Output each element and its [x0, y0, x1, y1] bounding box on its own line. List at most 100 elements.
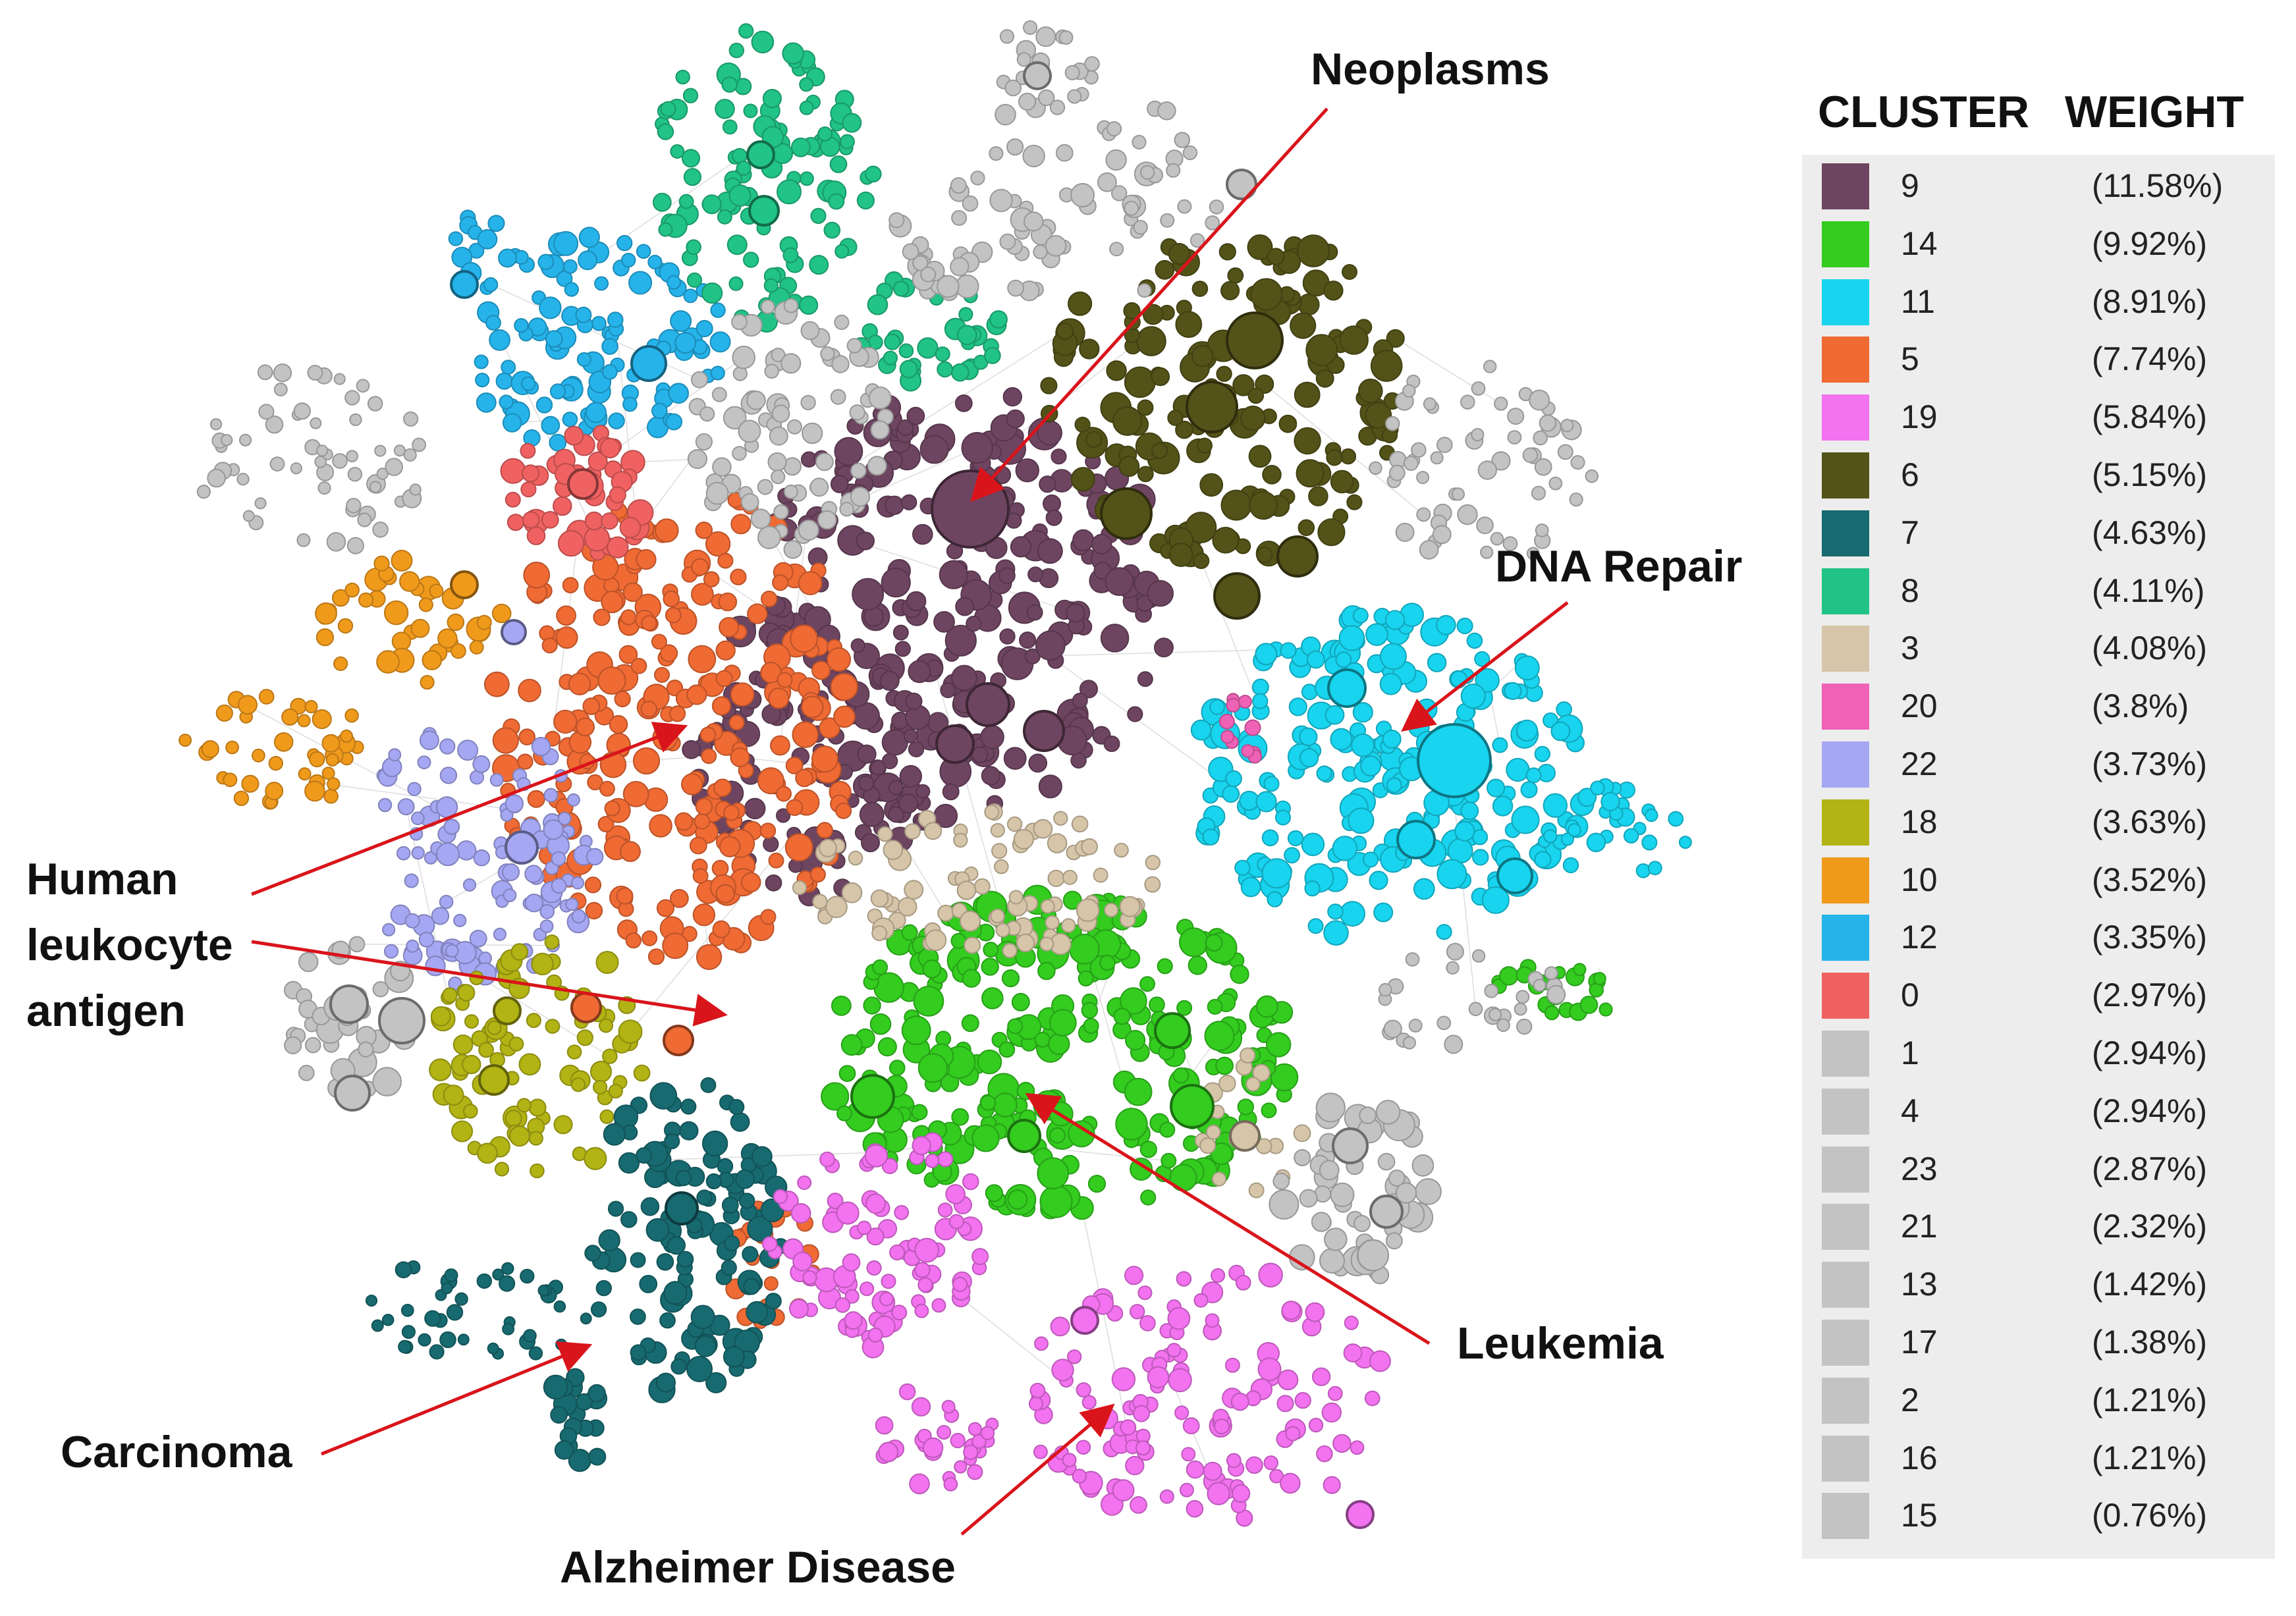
network-node: [1137, 671, 1153, 687]
legend-weight-value: (1.42%): [2092, 1266, 2208, 1303]
network-node: [1099, 954, 1116, 971]
network-node: [1040, 899, 1055, 914]
network-node: [811, 660, 831, 680]
network-node: [599, 1109, 615, 1124]
network-node: [1104, 902, 1119, 918]
network-node: [1330, 728, 1353, 751]
legend-swatch: [1822, 1435, 1869, 1482]
network-node: [1335, 651, 1352, 668]
legend-cluster-id: 10: [1901, 861, 1938, 898]
network-node: [518, 1053, 541, 1076]
network-node: [1140, 1189, 1157, 1206]
legend-cluster-id: 19: [1901, 398, 1938, 436]
network-node: [1069, 933, 1100, 965]
network-node: [877, 1037, 897, 1057]
legend-swatch: [1822, 741, 1869, 788]
network-node: [607, 311, 624, 328]
network-node: [961, 1014, 979, 1033]
network-node: [1105, 149, 1127, 171]
network-node: [1068, 291, 1093, 316]
network-node: [298, 767, 312, 781]
network-node: [1120, 987, 1147, 1015]
network-node: [763, 1276, 779, 1291]
network-node: [999, 233, 1016, 250]
network-node: [544, 934, 560, 950]
network-node: [1589, 983, 1604, 998]
network-node: [1492, 795, 1514, 817]
network-node: [377, 797, 393, 813]
network-node: [447, 613, 465, 632]
network-node: [451, 1120, 474, 1143]
network-node: [1514, 655, 1540, 681]
network-node: [721, 76, 738, 93]
network-node: [601, 338, 618, 355]
network-node: [273, 732, 294, 752]
network-node: [1460, 684, 1486, 709]
network-node: [462, 1054, 481, 1075]
network-node: [225, 740, 240, 755]
network-node: [582, 697, 601, 715]
network-node: [665, 606, 682, 624]
network-node: [937, 361, 953, 378]
network-node: [443, 1085, 464, 1106]
network-node: [528, 317, 547, 337]
legend-swatch: [1822, 1031, 1869, 1077]
network-node: [694, 1335, 717, 1357]
network-node: [846, 338, 863, 354]
network-node: [207, 468, 226, 488]
legend-row-cluster-1: 1(2.94%): [1802, 1024, 2275, 1082]
network-node: [1395, 522, 1415, 542]
network-node: [1471, 949, 1486, 963]
network-node: [999, 29, 1015, 44]
network-node: [717, 209, 732, 225]
network-node: [398, 1339, 412, 1354]
network-node: [1106, 121, 1122, 137]
network-node: [1481, 886, 1510, 914]
network-node: [701, 1130, 728, 1157]
network-node: [730, 682, 755, 707]
network-node: [619, 516, 642, 539]
network-node: [258, 404, 275, 420]
network-node: [1255, 995, 1278, 1018]
network-node: [937, 275, 960, 298]
network-node: [523, 1329, 537, 1343]
network-hub-node: [1226, 311, 1284, 369]
network-node: [856, 531, 875, 551]
network-node: [1115, 1108, 1148, 1141]
network-node: [410, 811, 425, 826]
network-node: [705, 531, 731, 557]
network-node: [981, 766, 1000, 786]
network-node: [820, 346, 835, 362]
network-node: [1079, 680, 1099, 699]
network-node: [618, 645, 638, 664]
network-node: [1251, 678, 1269, 696]
label-hla-line3: antigen: [26, 986, 186, 1036]
network-node: [498, 248, 517, 268]
network-node: [1323, 1476, 1341, 1494]
network-node: [1248, 444, 1272, 468]
network-node: [1166, 163, 1181, 178]
network-node: [1648, 861, 1662, 876]
network-node: [701, 283, 723, 304]
network-node: [922, 1437, 944, 1459]
network-node: [1142, 304, 1164, 325]
network-node: [543, 819, 564, 840]
network-node: [680, 1098, 697, 1115]
network-node: [516, 1098, 532, 1113]
network-node: [1218, 713, 1235, 730]
network-node: [551, 878, 567, 894]
network-node: [659, 1312, 676, 1329]
network-node: [358, 592, 374, 608]
network-node: [730, 747, 750, 768]
network-node: [1181, 1447, 1196, 1462]
network-node: [1460, 394, 1475, 410]
network-node: [738, 419, 761, 443]
network-node: [1070, 182, 1095, 207]
network-node: [696, 944, 723, 971]
network-node: [528, 1098, 547, 1117]
network-node: [316, 444, 329, 457]
network-node: [472, 755, 491, 773]
network-node: [630, 658, 647, 674]
network-node: [1319, 1160, 1340, 1181]
legend-swatch: [1822, 1493, 1869, 1540]
